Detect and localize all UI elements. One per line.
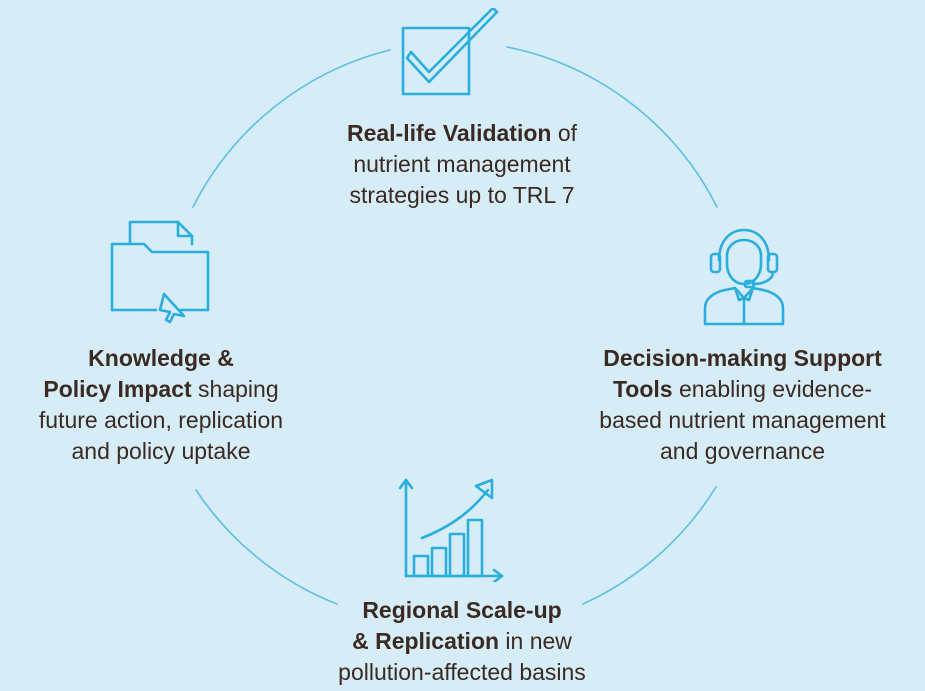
decision-line-1: Decision-making Support (560, 343, 925, 374)
headset-support-icon (703, 228, 785, 326)
step-knowledge-policy: Knowledge & Policy Impact shaping future… (0, 343, 322, 467)
decision-title-suffix: enabling evidence- (672, 376, 873, 402)
scaleup-title: Regional Scale-up (362, 597, 562, 623)
validation-title: Real-life Validation (346, 120, 552, 146)
knowledge-title-suffix: shaping (191, 376, 279, 402)
step-scale-up: Regional Scale-up & Replication in new p… (262, 595, 662, 688)
growth-chart-icon (398, 478, 504, 582)
knowledge-line-1: Knowledge & (0, 343, 322, 374)
decision-title: Decision-making Support (603, 345, 882, 371)
step-decision-tools: Decision-making Support Tools enabling e… (560, 343, 925, 467)
folder-cursor-icon (110, 220, 210, 324)
checkbox-check-icon (401, 8, 499, 96)
validation-title-suffix: of (551, 120, 578, 146)
decision-line-4: and governance (660, 438, 825, 464)
scaleup-title-suffix: in new (499, 628, 572, 654)
knowledge-line-3: future action, replication (38, 407, 284, 433)
validation-line-2: nutrient management (353, 151, 571, 177)
knowledge-line-2: Policy Impact shaping (0, 374, 322, 405)
decision-line-2: Tools enabling evidence- (560, 374, 925, 405)
scaleup-line-1: Regional Scale-up (262, 595, 662, 626)
scaleup-line-3: pollution-affected basins (338, 659, 586, 685)
arc-right-bottom (582, 486, 717, 605)
arc-left-top (192, 49, 391, 208)
knowledge-title-2: Policy Impact (43, 376, 192, 402)
scaleup-line-2: & Replication in new (262, 626, 662, 657)
arc-bottom-left (195, 489, 338, 605)
decision-title-2: Tools (612, 376, 673, 402)
validation-line-1: Real-life Validation of (262, 118, 662, 149)
validation-line-3: strategies up to TRL 7 (349, 182, 575, 208)
arc-top-right (506, 46, 718, 208)
scaleup-title-2: & Replication (352, 628, 500, 654)
decision-line-3: based nutrient management (599, 407, 886, 433)
knowledge-title: Knowledge & (88, 345, 234, 371)
step-validation: Real-life Validation of nutrient managem… (262, 118, 662, 211)
knowledge-line-4: and policy uptake (71, 438, 251, 464)
